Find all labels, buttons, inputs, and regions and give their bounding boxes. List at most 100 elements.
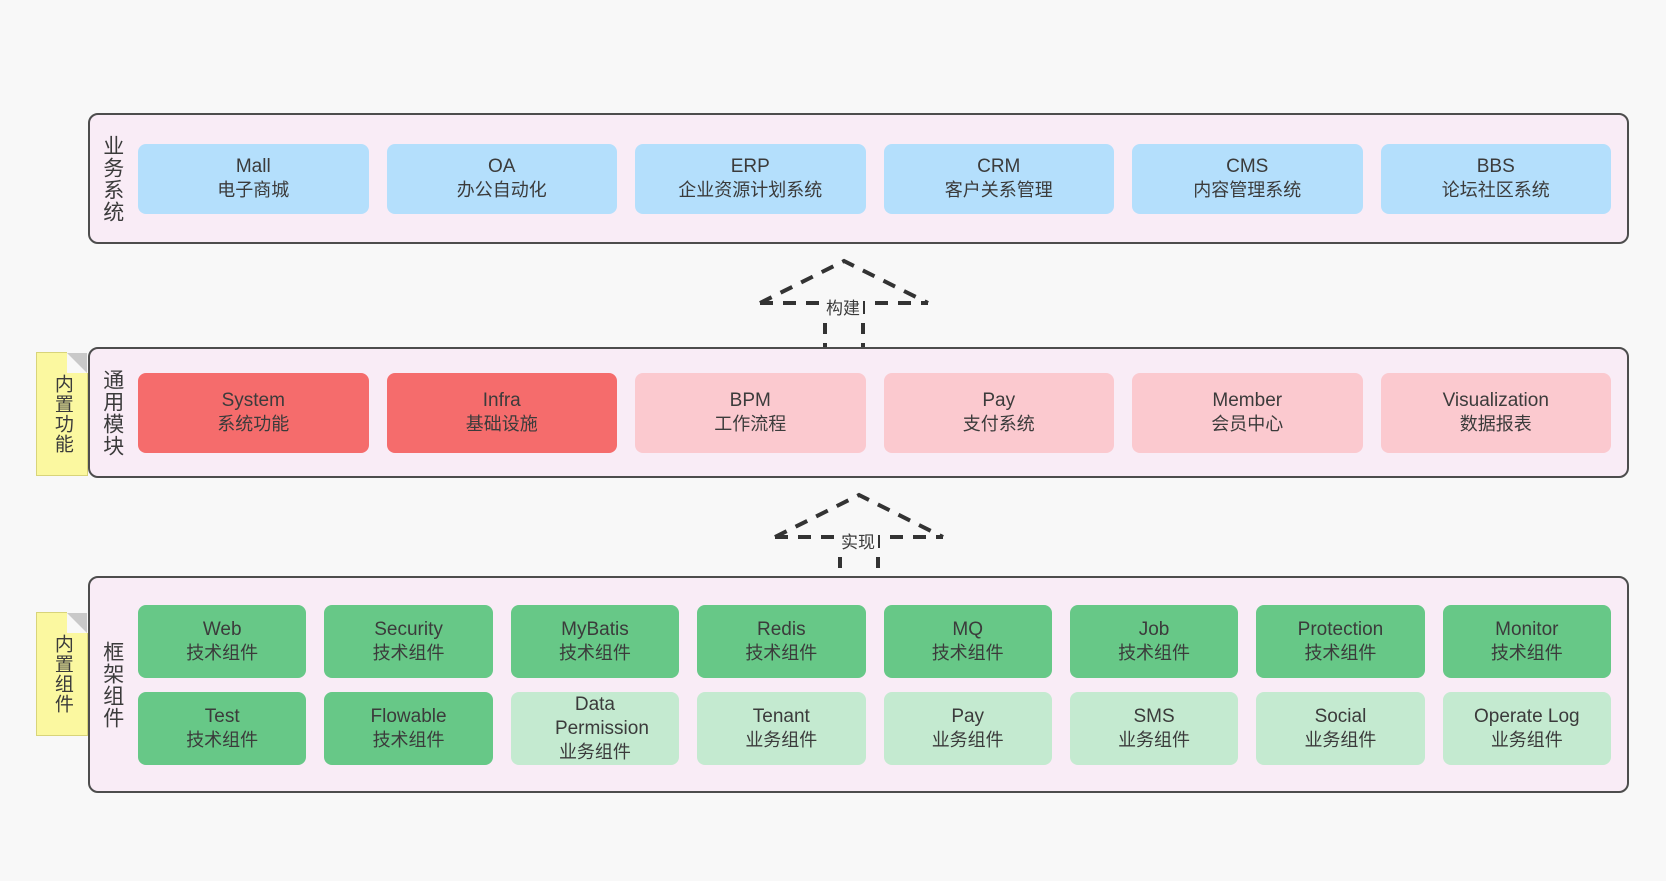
card-subtitle: 业务组件 <box>1490 729 1563 750</box>
card-subtitle: 系统功能 <box>217 414 290 435</box>
card-title: MQ <box>952 618 983 640</box>
card-title: ERP <box>730 156 770 178</box>
card-subtitle: 技术组件 <box>1304 642 1377 663</box>
card-subtitle: 电子商城 <box>217 180 290 201</box>
card-title: Test <box>204 705 240 727</box>
card-test[interactable]: Test 技术组件 <box>138 691 307 765</box>
card-title: Data Permission <box>554 693 649 739</box>
card-title: MyBatis <box>561 618 629 640</box>
card-subtitle: 技术组件 <box>558 642 631 663</box>
card-subtitle: 技术组件 <box>1490 642 1563 663</box>
card-subtitle: 业务组件 <box>745 729 818 750</box>
card-title: Monitor <box>1495 618 1559 640</box>
card-erp[interactable]: ERP 企业资源计划系统 <box>635 143 866 214</box>
sticky-note-label: 内置功能 <box>51 374 73 454</box>
card-title: CRM <box>977 156 1021 178</box>
card-infra[interactable]: Infra 基础设施 <box>386 372 617 453</box>
card-subtitle: 技术组件 <box>1118 642 1191 663</box>
card-title: Mall <box>235 156 271 178</box>
card-title: System <box>221 390 285 412</box>
card-row: Mall 电子商城 OA 办公自动化 ERP 企业资源计划系统 CRM 客户关系… <box>138 143 1611 214</box>
card-subtitle: 企业资源计划系统 <box>678 180 823 201</box>
layer-caption-common-modules: 通用模块 <box>100 368 124 457</box>
card-subtitle: 业务组件 <box>1118 729 1191 750</box>
card-pay-component[interactable]: Pay 业务组件 <box>883 691 1052 765</box>
card-title: OA <box>488 156 516 178</box>
card-web[interactable]: Web 技术组件 <box>138 604 307 678</box>
card-job[interactable]: Job 技术组件 <box>1069 604 1239 678</box>
card-title: Redis <box>757 618 806 640</box>
card-redis[interactable]: Redis 技术组件 <box>697 604 866 678</box>
card-title: Web <box>202 618 242 640</box>
card-security[interactable]: Security 技术组件 <box>324 604 493 678</box>
layer-body-business-systems: Mall 电子商城 OA 办公自动化 ERP 企业资源计划系统 CRM 客户关系… <box>134 115 1627 242</box>
card-subtitle: 技术组件 <box>745 642 818 663</box>
layer-body-common-modules: System 系统功能 Infra 基础设施 BPM 工作流程 Pay 支付系统… <box>134 349 1627 476</box>
card-mq[interactable]: MQ 技术组件 <box>883 604 1052 678</box>
card-title: BPM <box>729 390 771 412</box>
card-cms[interactable]: CMS 内容管理系统 <box>1132 143 1363 214</box>
card-title: BBS <box>1476 156 1515 178</box>
card-subtitle: 基础设施 <box>465 414 538 435</box>
card-subtitle: 技术组件 <box>372 642 445 663</box>
card-member[interactable]: Member 会员中心 <box>1132 372 1363 453</box>
sticky-note-builtin-components[interactable]: 内置组件 <box>36 612 88 736</box>
card-title: Member <box>1212 390 1283 412</box>
card-subtitle: 业务组件 <box>558 741 631 762</box>
layer-body-framework-components: Web 技术组件 Security 技术组件 MyBatis 技术组件 Redi… <box>134 578 1627 791</box>
sticky-note-label: 内置组件 <box>51 634 73 714</box>
card-pay[interactable]: Pay 支付系统 <box>883 372 1114 453</box>
connector-label-build: 构建 <box>823 294 863 319</box>
card-visualization[interactable]: Visualization 数据报表 <box>1380 372 1611 453</box>
card-title: Pay <box>982 390 1016 412</box>
card-title: CMS <box>1226 156 1269 178</box>
card-title: Job <box>1138 618 1170 640</box>
card-flowable[interactable]: Flowable 技术组件 <box>324 691 493 765</box>
card-title: Protection <box>1297 618 1384 640</box>
card-mybatis[interactable]: MyBatis 技术组件 <box>510 604 680 678</box>
layer-framework-components[interactable]: 框架组件 Web 技术组件 Security 技术组件 MyBatis 技术组件… <box>88 576 1629 793</box>
card-mall[interactable]: Mall 电子商城 <box>138 143 369 214</box>
card-title: Pay <box>951 705 985 727</box>
card-subtitle: 工作流程 <box>714 414 787 435</box>
card-subtitle: 会员中心 <box>1211 414 1284 435</box>
layer-common-modules[interactable]: 通用模块 System 系统功能 Infra 基础设施 BPM 工作流程 Pay… <box>88 347 1629 478</box>
card-crm[interactable]: CRM 客户关系管理 <box>883 143 1114 214</box>
sticky-note-builtin-features[interactable]: 内置功能 <box>36 352 88 476</box>
card-subtitle: 论坛社区系统 <box>1441 180 1550 201</box>
connector-label-implement: 实现 <box>838 528 878 553</box>
card-title: Social <box>1314 705 1367 727</box>
card-subtitle: 技术组件 <box>931 642 1004 663</box>
card-title: Operate Log <box>1473 705 1580 727</box>
card-subtitle: 客户关系管理 <box>944 180 1053 201</box>
card-subtitle: 数据报表 <box>1459 414 1532 435</box>
card-row: Web 技术组件 Security 技术组件 MyBatis 技术组件 Redi… <box>138 604 1611 678</box>
card-data-permission[interactable]: Data Permission 业务组件 <box>510 691 680 765</box>
layer-business-systems[interactable]: 业务系统 Mall 电子商城 OA 办公自动化 ERP 企业资源计划系统 CRM… <box>88 113 1629 244</box>
card-protection[interactable]: Protection 技术组件 <box>1256 604 1425 678</box>
connector-build: 构建 <box>755 258 929 350</box>
card-bpm[interactable]: BPM 工作流程 <box>635 372 866 453</box>
card-subtitle: 技术组件 <box>186 642 259 663</box>
card-subtitle: 办公自动化 <box>456 180 547 201</box>
card-row: Test 技术组件 Flowable 技术组件 Data Permission … <box>138 691 1611 765</box>
card-tenant[interactable]: Tenant 业务组件 <box>697 691 866 765</box>
layer-caption-business-systems: 业务系统 <box>100 134 124 223</box>
card-subtitle: 业务组件 <box>931 729 1004 750</box>
card-sms[interactable]: SMS 业务组件 <box>1069 691 1239 765</box>
card-monitor[interactable]: Monitor 技术组件 <box>1442 604 1611 678</box>
card-social[interactable]: Social 业务组件 <box>1256 691 1425 765</box>
card-operate-log[interactable]: Operate Log 业务组件 <box>1442 691 1611 765</box>
card-oa[interactable]: OA 办公自动化 <box>386 143 617 214</box>
connector-implement: 实现 <box>770 492 944 584</box>
card-title: Flowable <box>370 705 447 727</box>
card-subtitle: 业务组件 <box>1304 729 1377 750</box>
card-subtitle: 技术组件 <box>186 729 259 750</box>
card-title: Infra <box>482 390 521 412</box>
card-system[interactable]: System 系统功能 <box>138 372 369 453</box>
card-bbs[interactable]: BBS 论坛社区系统 <box>1380 143 1611 214</box>
layer-caption-framework-components: 框架组件 <box>100 640 124 729</box>
card-subtitle: 内容管理系统 <box>1193 180 1302 201</box>
card-title: Security <box>374 618 443 640</box>
